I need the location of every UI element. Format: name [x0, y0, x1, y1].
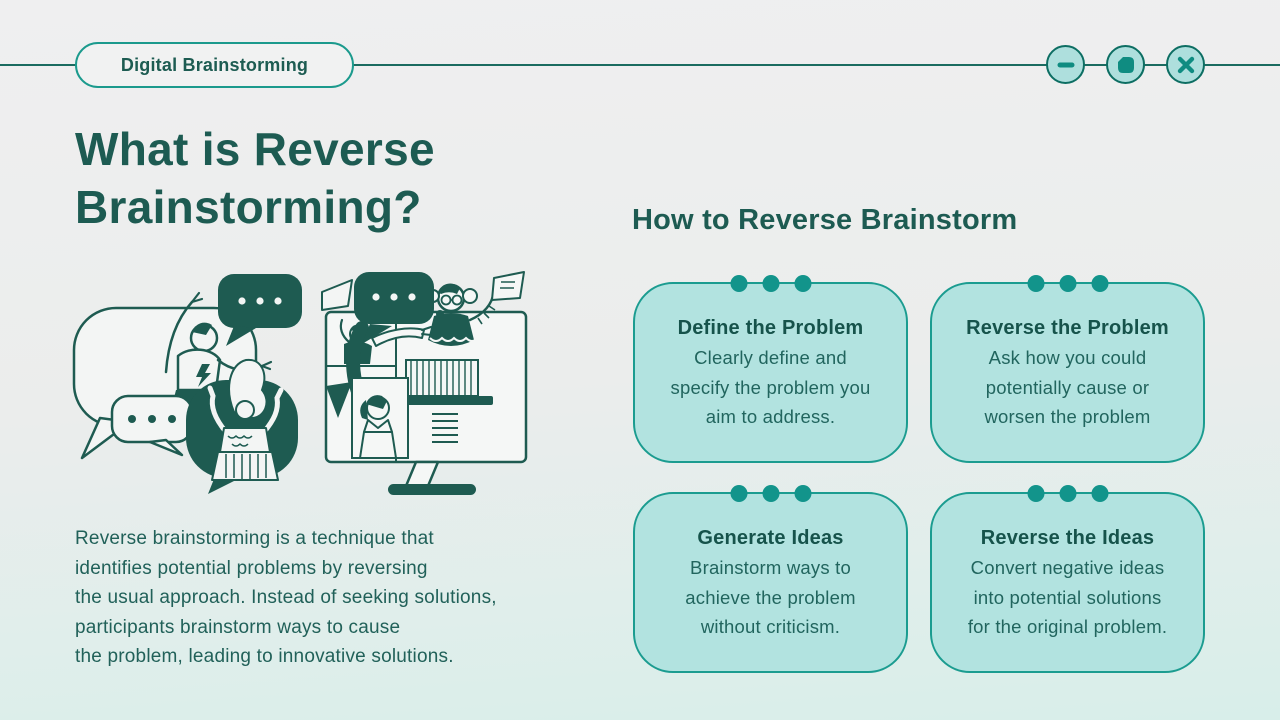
dot-icon [1027, 485, 1044, 502]
card-body-line: specify the problem you [670, 376, 871, 398]
dot-icon [730, 485, 747, 502]
description-line: identifies potential problems by reversi… [75, 557, 428, 579]
page-title-line: Brainstorming? [75, 181, 422, 233]
minimize-button[interactable] [1046, 45, 1085, 84]
dot-icon [1059, 485, 1076, 502]
dot-icon [794, 275, 811, 292]
description-line: the usual approach. Instead of seeking s… [75, 587, 497, 608]
card-body-line: into potential solutions [973, 586, 1162, 608]
brainstorming-illustration [66, 268, 552, 505]
card-body-line: without criticism. [700, 616, 841, 638]
minimize-icon [1056, 55, 1076, 75]
dark-speech-bubble-icon [354, 272, 444, 344]
card-dots-decoration [1027, 485, 1108, 502]
window-controls [1046, 45, 1205, 84]
card-dots-decoration [730, 485, 811, 502]
card-body-line: Clearly define and [694, 347, 847, 369]
card-body-line: Brainstorm ways to [690, 557, 851, 579]
card-title: Define the Problem [677, 317, 864, 340]
dot-icon [1091, 275, 1108, 292]
dot-icon [1027, 275, 1044, 292]
card-dots-decoration [730, 275, 811, 292]
badge-label: Digital Brainstorming [120, 54, 309, 75]
card-body-line: potentially cause or [985, 376, 1150, 398]
dot-icon [762, 275, 779, 292]
close-button[interactable] [1166, 45, 1205, 84]
dot-icon [762, 485, 779, 502]
card-body-line: worsen the problem [984, 406, 1151, 428]
card-body-line: Ask how you could [988, 347, 1147, 369]
card-title: Reverse the Problem [966, 317, 1169, 340]
page-title: What is Reverse Brainstorming? [75, 120, 435, 236]
dot-icon [794, 485, 811, 502]
steps-section-title: How to Reverse Brainstorm [632, 204, 1018, 236]
card-body-line: achieve the problem [685, 586, 856, 608]
card-dots-decoration [1027, 275, 1108, 292]
description-line: the problem, leading to innovative solut… [75, 646, 454, 667]
dark-speech-bubble-icon [218, 274, 302, 346]
close-icon [1176, 55, 1196, 75]
card-generate-ideas: Generate Ideas Brainstorm ways to achiev… [633, 485, 908, 673]
description-line: participants brainstorm ways to cause [75, 616, 401, 638]
card-title: Generate Ideas [697, 527, 844, 550]
steps-card-grid: Define the Problem Clearly define and sp… [633, 275, 1205, 673]
maximize-button[interactable] [1106, 45, 1145, 84]
video-tile-keyboard-panel [401, 359, 493, 443]
card-reverse-the-ideas: Reverse the Ideas Convert negative ideas… [930, 485, 1205, 673]
page-title-line: What is Reverse [75, 123, 435, 175]
dot-icon [1059, 275, 1076, 292]
card-define-the-problem: Define the Problem Clearly define and sp… [633, 275, 908, 463]
card-body-line: aim to address. [705, 406, 836, 428]
video-tile-profile-man [351, 377, 409, 459]
maximize-icon [1116, 55, 1136, 75]
description-line: Reverse brainstorming is a technique tha… [75, 528, 434, 549]
dot-icon [1091, 485, 1108, 502]
small-speech-bubble-icon [110, 394, 194, 457]
card-title: Reverse the Ideas [980, 527, 1155, 550]
digital-brainstorming-tab[interactable]: Digital Brainstorming [75, 42, 354, 88]
description-paragraph: Reverse brainstorming is a technique tha… [75, 524, 497, 672]
header-divider-line [0, 64, 1280, 66]
card-body-line: Convert negative ideas [970, 557, 1165, 579]
video-tile-presenting-woman [426, 271, 525, 346]
dot-icon [730, 275, 747, 292]
card-reverse-the-problem: Reverse the Problem Ask how you could po… [930, 275, 1205, 463]
paper-note-icon [321, 279, 353, 311]
card-body-line: for the original problem. [967, 616, 1168, 638]
cheering-woman-figure [186, 358, 298, 494]
